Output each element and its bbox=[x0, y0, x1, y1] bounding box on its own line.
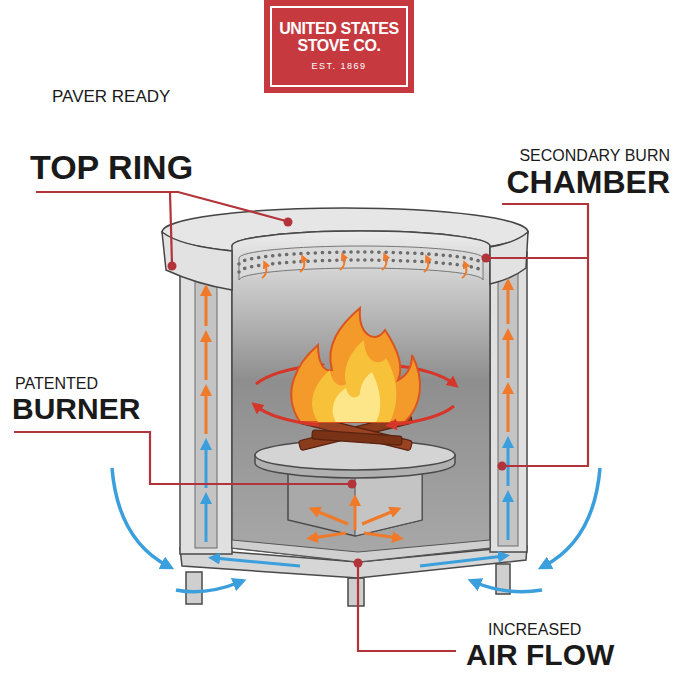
leader-line bbox=[36, 192, 286, 221]
intake-arrows bbox=[112, 468, 600, 592]
wall-flow-arrows bbox=[206, 284, 508, 542]
flow-arrow bbox=[507, 284, 510, 324]
leader-dot bbox=[168, 262, 177, 271]
swirl-arrow bbox=[391, 406, 454, 425]
leader-line bbox=[488, 257, 588, 259]
flow-arrow bbox=[507, 442, 510, 486]
flow-arrow bbox=[462, 264, 466, 278]
air-channel bbox=[498, 266, 518, 546]
flow-arrow bbox=[424, 258, 428, 272]
leader-line bbox=[170, 192, 172, 264]
outer-wall bbox=[180, 256, 232, 554]
flow-arrow bbox=[382, 256, 386, 270]
intake-arrow bbox=[544, 468, 600, 566]
established-year: EST. 1869 bbox=[273, 61, 405, 72]
air-channel bbox=[195, 272, 217, 548]
leader-dots bbox=[168, 218, 507, 568]
flow-arrow bbox=[205, 444, 208, 488]
intake-arrow bbox=[176, 582, 240, 592]
interior-wall bbox=[232, 231, 490, 562]
logo-badge: UNITED STATES STOVE CO. EST. 1869 bbox=[264, 0, 414, 93]
part-label-small: INCREASED bbox=[488, 622, 581, 638]
flow-arrow bbox=[205, 290, 208, 326]
leader-dot bbox=[354, 559, 363, 568]
part-label: BURNER bbox=[12, 394, 140, 424]
leader-dot bbox=[498, 462, 507, 471]
flow-arrow bbox=[362, 510, 396, 524]
flow-arrow bbox=[262, 264, 266, 278]
part-label: CHAMBER bbox=[506, 166, 670, 198]
outer-wall bbox=[490, 252, 527, 552]
flow-arrow bbox=[205, 390, 208, 434]
flow-arrow bbox=[312, 533, 346, 538]
flow-arrow bbox=[364, 533, 398, 538]
flow-arrow bbox=[507, 334, 510, 378]
leader-line bbox=[358, 566, 456, 651]
leader-dot bbox=[348, 480, 357, 489]
leader-dot bbox=[284, 218, 293, 227]
flame bbox=[291, 308, 420, 422]
part-label: TOP RING bbox=[30, 150, 193, 184]
leader-dot bbox=[482, 254, 491, 263]
burner-flow-arrows bbox=[312, 500, 398, 538]
floor bbox=[232, 540, 490, 562]
burn-holes bbox=[239, 252, 483, 264]
flow-arrow bbox=[205, 498, 208, 542]
leg bbox=[348, 578, 364, 606]
flow-arrow bbox=[205, 336, 208, 380]
intake-arrow bbox=[112, 468, 168, 566]
leader-line bbox=[14, 432, 349, 484]
secondary-burn-band bbox=[239, 246, 483, 280]
burn-holes bbox=[239, 260, 483, 272]
flame bbox=[333, 372, 381, 422]
swirl-arrows bbox=[256, 406, 454, 425]
part-label: AIR FLOW bbox=[466, 640, 614, 670]
intake-arrow bbox=[474, 582, 542, 592]
flow-arrow bbox=[507, 496, 510, 540]
leader-line bbox=[502, 204, 588, 466]
flow-arrow bbox=[214, 558, 300, 566]
flame bbox=[312, 340, 396, 422]
flow-arrow bbox=[507, 388, 510, 432]
flow-arrow bbox=[340, 256, 344, 270]
flow-arrow bbox=[314, 510, 348, 524]
hole-flow-arrows bbox=[262, 256, 466, 278]
part-label-small: SECONDARY BURN bbox=[519, 148, 670, 164]
leg bbox=[186, 572, 202, 604]
log bbox=[312, 430, 402, 445]
part-label-small: PATENTED bbox=[15, 376, 98, 392]
burner-plate bbox=[255, 440, 455, 470]
flow-arrow bbox=[420, 556, 504, 566]
flow-arrow bbox=[354, 500, 357, 530]
flow-arrow bbox=[300, 258, 304, 272]
part-label-small: PAVER READY bbox=[52, 88, 170, 105]
brand-name: UNITED STATES STOVE CO. bbox=[273, 21, 405, 55]
swirl-arrow bbox=[256, 406, 319, 425]
